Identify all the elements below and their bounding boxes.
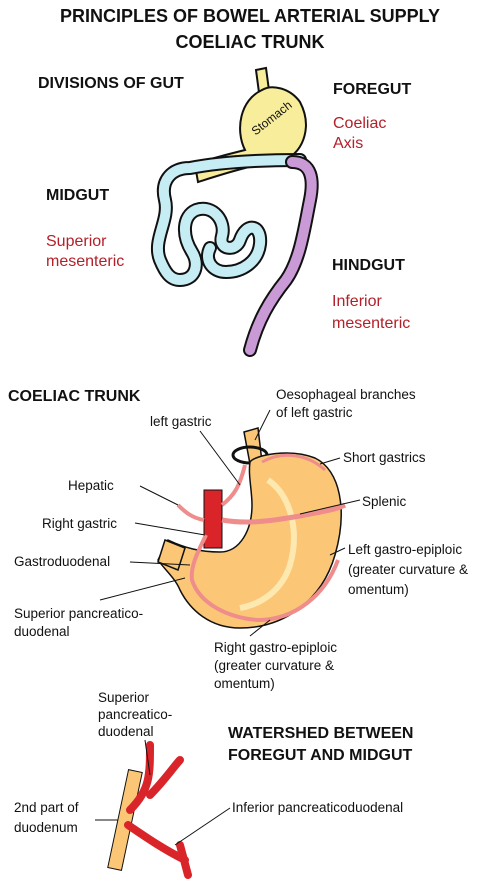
right-gastro-epiploic-label-3: omentum)	[214, 676, 275, 691]
left-gastro-epiploic-label-3: omentum)	[348, 582, 409, 597]
duodenum-tube	[157, 539, 186, 571]
foregut-label: FOREGUT	[333, 81, 412, 98]
gastroduodenal-label: Gastroduodenal	[14, 554, 111, 569]
midgut-bowel	[150, 153, 307, 287]
superior-pd-label-2: duodenal	[14, 624, 70, 639]
left-gastric-label: left gastric	[150, 414, 212, 429]
oesophageal-label-1: Oesophageal branches	[276, 387, 416, 402]
duodenum-label-2: duodenum	[14, 820, 78, 835]
watershed-sup-pd-1: Superior	[98, 690, 150, 705]
left-gastro-epiploic-label-2: (greater curvature &	[348, 562, 469, 577]
stomach-2	[157, 452, 342, 629]
hindgut-artery-2: mesenteric	[332, 315, 411, 332]
foregut-artery-1: Coeliac	[333, 115, 387, 132]
page-subtitle: COELIAC TRUNK	[175, 32, 325, 52]
watershed-sup-pd-2: pancreatico-	[98, 707, 173, 722]
right-gastric-label: Right gastric	[42, 516, 118, 531]
foregut-artery-2: Axis	[333, 135, 364, 152]
hepatic-label: Hepatic	[68, 478, 114, 493]
coeliac-trunk	[203, 489, 223, 549]
duodenum-label-1: 2nd part of	[14, 800, 79, 815]
inferior-pd-label: Inferior pancreaticoduodenal	[232, 800, 404, 815]
midgut-artery-1: Superior	[46, 233, 107, 250]
left-gastro-epiploic-label-1: Left gastro-epiploic	[348, 542, 463, 557]
right-gastro-epiploic-label-1: Right gastro-epiploic	[214, 640, 338, 655]
coeliac-heading: COELIAC TRUNK	[8, 388, 141, 405]
inferior-pd-arteries	[124, 821, 192, 879]
right-gastro-epiploic-label-2: (greater curvature &	[214, 658, 335, 673]
gastroduodenal-artery	[189, 534, 340, 623]
watershed-sup-pd-3: duodenal	[98, 724, 154, 739]
hindgut-artery-1: Inferior	[332, 293, 382, 310]
page-title: PRINCIPLES OF BOWEL ARTERIAL SUPPLY	[59, 6, 441, 26]
watershed-heading-1: WATERSHED BETWEEN	[228, 725, 414, 742]
left-gastric-artery	[220, 464, 247, 507]
superior-pd-arteries	[126, 741, 184, 814]
watershed-heading-2: FOREGUT AND MIDGUT	[228, 747, 413, 764]
short-gastrics-label: Short gastrics	[343, 450, 426, 465]
duodenum-segment	[107, 769, 143, 871]
midgut-artery-2: mesenteric	[46, 253, 125, 270]
midgut-label: MIDGUT	[46, 187, 110, 204]
splenic-artery	[221, 502, 347, 525]
hindgut-label: HINDGUT	[332, 257, 405, 274]
superior-pd-label-1: Superior pancreatico-	[14, 606, 144, 621]
divisions-heading: DIVISIONS OF GUT	[38, 75, 184, 92]
splenic-label: Splenic	[362, 494, 407, 509]
short-gastrics	[261, 453, 327, 472]
oesophageal-label-2: of left gastric	[276, 405, 353, 420]
hepatic-artery	[176, 503, 205, 522]
